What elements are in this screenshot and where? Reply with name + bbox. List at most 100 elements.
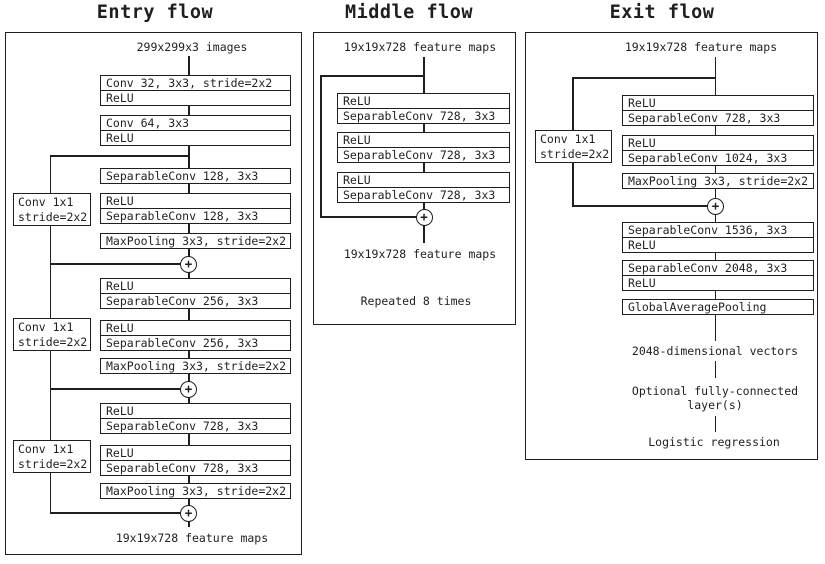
entry-node-conv64: Conv 64, 3x3 ReLU [100, 115, 291, 146]
node-label: SeparableConv 1024, 3x3 [623, 150, 813, 165]
entry-skip-conv1x1-3: Conv 1x1 stride=2x2 [13, 440, 91, 473]
exit-vector-caption: 2048-dimensional vectors [631, 344, 799, 358]
middle-output-caption: 19x19x728 feature maps [343, 246, 497, 261]
node-label: ReLU [343, 133, 371, 147]
connector-line [49, 512, 189, 514]
add-merge-icon: + [180, 255, 197, 273]
node-label: SeparableConv 728, 3x3 [338, 187, 509, 202]
entry-node-relu-sepconv128: ReLU SeparableConv 128, 3x3 [100, 193, 291, 224]
node-label: SeparableConv 2048, 3x3 [628, 261, 788, 275]
middle-repeat-note: Repeated 8 times [360, 294, 472, 308]
node-label: SeparableConv 256, 3x3 [101, 293, 290, 308]
entry-node-relu-sepconv256-2: ReLU SeparableConv 256, 3x3 [100, 320, 291, 351]
node-label: ReLU [343, 173, 371, 187]
node-label: MaxPooling 3x3, stride=2x2 [106, 234, 287, 248]
node-label: SeparableConv 728, 3x3 [101, 460, 290, 475]
connector-line [320, 216, 425, 218]
exit-fc-caption-line1: Optional fully-connected [631, 384, 799, 398]
node-label: Conv 1x1 [18, 442, 74, 456]
node-label: Conv 1x1 [18, 320, 74, 334]
exit-node-globalaveragepooling: GlobalAveragePooling [622, 299, 814, 315]
node-label: SeparableConv 128, 3x3 [106, 169, 259, 183]
exit-flow-panel [525, 32, 818, 460]
node-label: Conv 32, 3x3, stride=2x2 [106, 76, 273, 90]
node-label: ReLU [628, 96, 656, 110]
node-label: SeparableConv 728, 3x3 [338, 108, 509, 123]
plus-glyph: + [184, 381, 193, 396]
entry-output-caption: 19x19x728 feature maps [115, 531, 269, 545]
plus-glyph: + [184, 505, 193, 520]
exit-flow-title: Exit flow [609, 2, 715, 23]
middle-node-relu-sepconv728-1: ReLU SeparableConv 728, 3x3 [337, 93, 510, 124]
middle-node-relu-sepconv728-3: ReLU SeparableConv 728, 3x3 [337, 172, 510, 203]
connector-line [49, 155, 189, 157]
add-merge-icon: + [180, 504, 197, 522]
entry-node-maxpool-2: MaxPooling 3x3, stride=2x2 [100, 358, 291, 374]
node-label: Conv 1x1 [18, 195, 74, 209]
node-label: ReLU [623, 275, 813, 290]
node-label: ReLU [623, 237, 813, 252]
node-label: SeparableConv 728, 3x3 [623, 110, 813, 125]
entry-input-caption: 299x299x3 images [136, 40, 248, 54]
node-label: SeparableConv 1536, 3x3 [628, 223, 788, 237]
node-label: Conv 1x1 [540, 132, 596, 146]
node-label: MaxPooling 3x3, stride=2x2 [628, 174, 809, 188]
node-label: stride=2x2 [18, 456, 88, 471]
connector-line [714, 361, 717, 378]
middle-flow-panel [313, 32, 516, 325]
entry-skip-conv1x1-1: Conv 1x1 stride=2x2 [13, 193, 91, 226]
middle-input-caption: 19x19x728 feature maps [343, 40, 497, 54]
node-label: SeparableConv 728, 3x3 [101, 418, 290, 433]
middle-node-relu-sepconv728-2: ReLU SeparableConv 728, 3x3 [337, 132, 510, 163]
add-merge-icon: + [415, 208, 433, 226]
plus-glyph: + [711, 198, 720, 213]
exit-node-sepconv2048-relu: SeparableConv 2048, 3x3 ReLU [622, 260, 814, 291]
connector-line [714, 416, 717, 432]
exit-node-relu-sepconv728: ReLU SeparableConv 728, 3x3 [622, 95, 814, 126]
node-label: ReLU [106, 194, 134, 208]
node-label: ReLU [101, 90, 290, 105]
exit-fc-caption-line2: layer(s) [687, 398, 743, 412]
node-label: MaxPooling 3x3, stride=2x2 [106, 484, 287, 498]
entry-node-relu-sepconv256-1: ReLU SeparableConv 256, 3x3 [100, 278, 291, 309]
entry-flow-panel [5, 32, 302, 555]
middle-flow-title: Middle flow [344, 2, 474, 23]
exit-input-caption: 19x19x728 feature maps [624, 40, 778, 54]
exit-classifier-caption: Logistic regression [648, 435, 780, 449]
node-label: ReLU [106, 279, 134, 293]
entry-node-sepconv128: SeparableConv 128, 3x3 [100, 168, 291, 184]
entry-node-relu-sepconv728-2: ReLU SeparableConv 728, 3x3 [100, 445, 291, 476]
connector-line [49, 263, 189, 265]
node-label: MaxPooling 3x3, stride=2x2 [106, 359, 287, 373]
node-label: ReLU [106, 446, 134, 460]
connector-line [572, 77, 717, 79]
node-label: stride=2x2 [18, 334, 88, 349]
node-label: ReLU [628, 136, 656, 150]
node-label: SeparableConv 256, 3x3 [101, 335, 290, 350]
add-merge-icon: + [180, 380, 197, 398]
connector-line [49, 388, 189, 390]
node-label: Conv 64, 3x3 [106, 116, 190, 130]
add-merge-icon: + [707, 197, 724, 215]
node-label: SeparableConv 128, 3x3 [101, 208, 290, 223]
entry-skip-conv1x1-2: Conv 1x1 stride=2x2 [13, 318, 91, 351]
exit-node-sepconv1536-relu: SeparableConv 1536, 3x3 ReLU [622, 222, 814, 253]
entry-node-maxpool-3: MaxPooling 3x3, stride=2x2 [100, 483, 291, 499]
connector-line [320, 75, 425, 77]
node-label: ReLU [101, 130, 290, 145]
exit-fc-caption: Optional fully-connected layer(s) [625, 384, 805, 412]
node-label: SeparableConv 728, 3x3 [338, 147, 509, 162]
entry-node-maxpool-1: MaxPooling 3x3, stride=2x2 [100, 233, 291, 249]
node-label: ReLU [106, 404, 134, 418]
exit-node-relu-sepconv1024: ReLU SeparableConv 1024, 3x3 [622, 135, 814, 166]
connector-line [572, 205, 717, 207]
node-label: stride=2x2 [540, 146, 610, 161]
node-label: stride=2x2 [18, 209, 88, 224]
node-label: ReLU [343, 94, 371, 108]
connector-line [320, 75, 322, 218]
node-label: GlobalAveragePooling [628, 300, 767, 314]
exit-node-maxpool: MaxPooling 3x3, stride=2x2 [622, 173, 814, 189]
entry-node-conv32: Conv 32, 3x3, stride=2x2 ReLU [100, 75, 291, 106]
exit-skip-conv1x1: Conv 1x1 stride=2x2 [535, 130, 612, 163]
